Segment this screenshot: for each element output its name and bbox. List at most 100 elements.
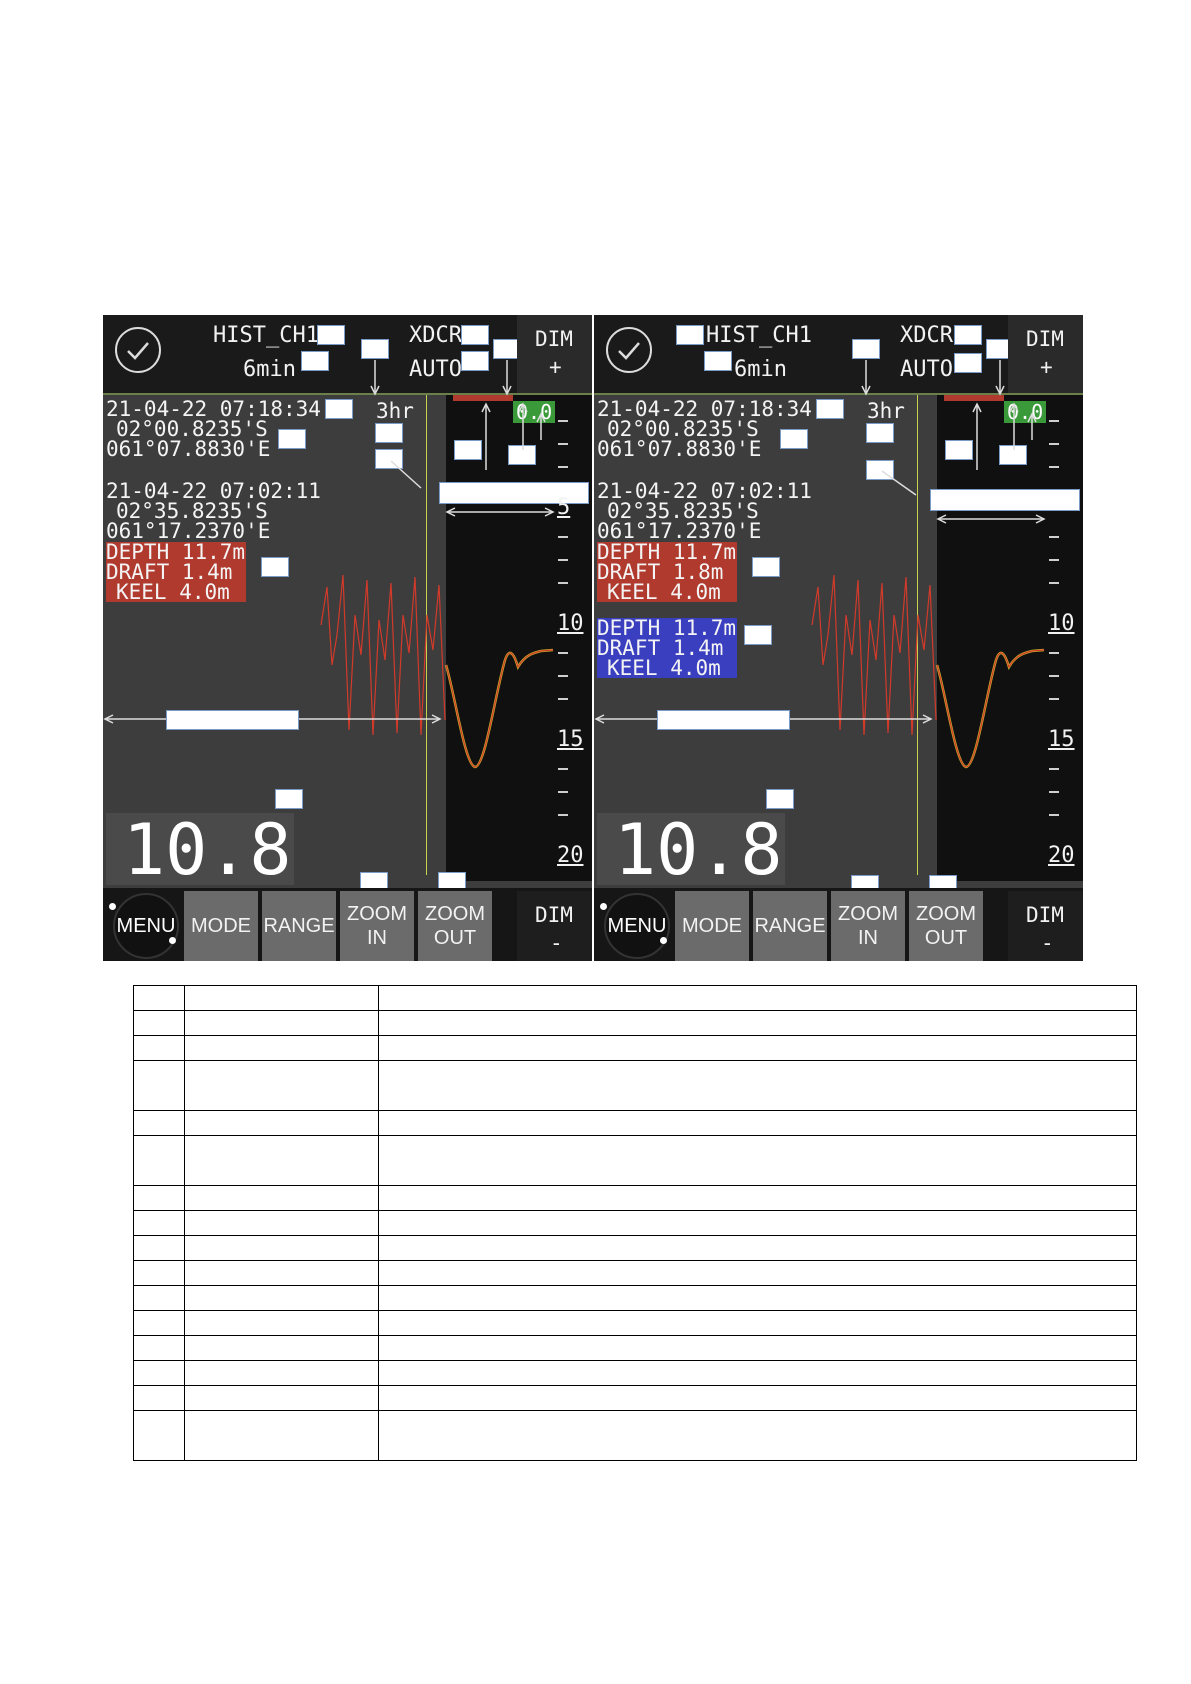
current-lat: 02°00.8235'S: [116, 417, 268, 441]
offset-bar: [944, 395, 1004, 401]
callout-box: [454, 440, 482, 460]
cursor-datetime: 21-04-22 07:02:11: [597, 479, 812, 503]
offset-bar: [453, 395, 513, 401]
table-row: [133, 1285, 1137, 1311]
divider: [594, 393, 1083, 395]
scale-tick: [1049, 582, 1059, 584]
mode-button[interactable]: MODE: [184, 891, 258, 961]
menu-dot-icon: [600, 903, 607, 910]
draft-value: DRAFT 1.4m: [106, 560, 233, 584]
depth-block: [597, 542, 737, 602]
callout-box: [461, 351, 489, 371]
scale-tick: [558, 536, 568, 538]
callout-box: [278, 429, 306, 449]
callout-box: [780, 429, 808, 449]
dim-plus-button[interactable]: DIM +: [1008, 315, 1083, 395]
scale-tick: [558, 698, 568, 700]
callout-box: [945, 440, 973, 460]
zoom-in-button[interactable]: ZOOM IN: [831, 891, 905, 961]
table-row: [133, 1310, 1137, 1336]
depth-value-blue: DEPTH 11.7m: [597, 616, 737, 640]
table-row: [133, 1210, 1137, 1236]
plus-icon: +: [1040, 355, 1053, 379]
mode-button[interactable]: MODE: [675, 891, 749, 961]
dim-minus-label: DIM: [535, 903, 573, 927]
scale-label: 5: [557, 495, 571, 520]
minus-icon: -: [1041, 931, 1054, 955]
range-button[interactable]: RANGE: [753, 891, 827, 961]
callout-box: [317, 325, 345, 345]
zoom-in-button[interactable]: ZOOM IN: [340, 891, 414, 961]
xdcr-mode: AUTO: [900, 357, 953, 382]
depth-display-bg: [597, 813, 785, 885]
scale-tick: [558, 420, 568, 422]
dim-plus-button[interactable]: DIM +: [517, 315, 592, 395]
callout-box: [852, 339, 880, 359]
scale-tick: [1049, 466, 1059, 468]
table-row: [133, 1260, 1137, 1286]
table-row: [133, 1235, 1137, 1261]
current-lat: 02°00.8235'S: [607, 417, 759, 441]
callout-box: [325, 399, 353, 419]
scale-tick: [1049, 768, 1059, 770]
callout-box: [999, 445, 1027, 465]
table-row: [133, 1060, 1137, 1111]
scale-tick: [1049, 420, 1059, 422]
depth-display-bg: [106, 813, 294, 885]
scale-label: 15: [1048, 727, 1075, 752]
menu-button[interactable]: MENU: [604, 893, 670, 959]
callout-box: [954, 325, 982, 345]
callout-box: [930, 489, 1080, 511]
table-row: [133, 1035, 1137, 1061]
depth-block: [106, 542, 246, 602]
range-button[interactable]: RANGE: [262, 891, 336, 961]
divider: [103, 393, 592, 395]
scale-tick: [1049, 652, 1059, 654]
scale-tick: [1049, 814, 1059, 816]
menu-button[interactable]: MENU: [113, 893, 179, 959]
menu-dot-icon: [169, 937, 176, 944]
keel-value-blue: KEEL 4.0m: [607, 656, 721, 680]
scale-tick: [558, 652, 568, 654]
scale-tick: [558, 582, 568, 584]
cursor-datetime: 21-04-22 07:02:11: [106, 479, 321, 503]
callout-box: [275, 789, 303, 809]
screen-right: HIST_CH1 6min XDCR AUTO DIM + 21-04-22 0…: [594, 315, 1083, 961]
dim-minus-button[interactable]: DIM -: [1008, 891, 1083, 961]
current-lon: 061°07.8830'E: [106, 437, 271, 461]
callout-box: [752, 557, 780, 577]
check-logo-icon[interactable]: [606, 327, 652, 373]
interval-label: 6min: [734, 357, 787, 382]
current-datetime: 21-04-22 07:18:34: [597, 397, 812, 421]
dim-minus-button[interactable]: DIM -: [517, 891, 592, 961]
cursor-lat: 02°35.8235'S: [607, 499, 759, 523]
callout-box: [301, 351, 329, 371]
xdcr-label: XDCR: [900, 323, 953, 348]
scale-tick: [1049, 559, 1059, 561]
zoom-out-button[interactable]: ZOOM OUT: [418, 891, 492, 961]
current-lon: 061°07.8830'E: [597, 437, 762, 461]
callout-box: [744, 625, 772, 645]
scale-tick: [1049, 443, 1059, 445]
callout-box: [866, 423, 894, 443]
dim-plus-label: DIM: [1026, 327, 1064, 351]
scale-tick: [558, 814, 568, 816]
check-logo-icon[interactable]: [115, 327, 161, 373]
scale-label: 20: [1048, 843, 1075, 868]
table-row: [133, 1410, 1137, 1461]
scale-tick: [558, 768, 568, 770]
depth-value: DEPTH 11.7m: [106, 540, 246, 564]
keel-value: KEEL 4.0m: [116, 580, 230, 604]
reference-table: [133, 985, 1137, 1461]
table-row: [133, 1385, 1137, 1411]
draft-value: DRAFT 1.8m: [597, 560, 724, 584]
time-span: 3hr: [376, 399, 414, 423]
scale-tick: [558, 466, 568, 468]
callout-box: [261, 557, 289, 577]
callout-box: [166, 710, 299, 730]
minus-icon: -: [550, 931, 563, 955]
zoom-out-button[interactable]: ZOOM OUT: [909, 891, 983, 961]
dim-plus-label: DIM: [535, 327, 573, 351]
draft-value-blue: DRAFT 1.4m: [597, 636, 724, 660]
cursor-lon: 061°17.2370'E: [597, 519, 762, 543]
